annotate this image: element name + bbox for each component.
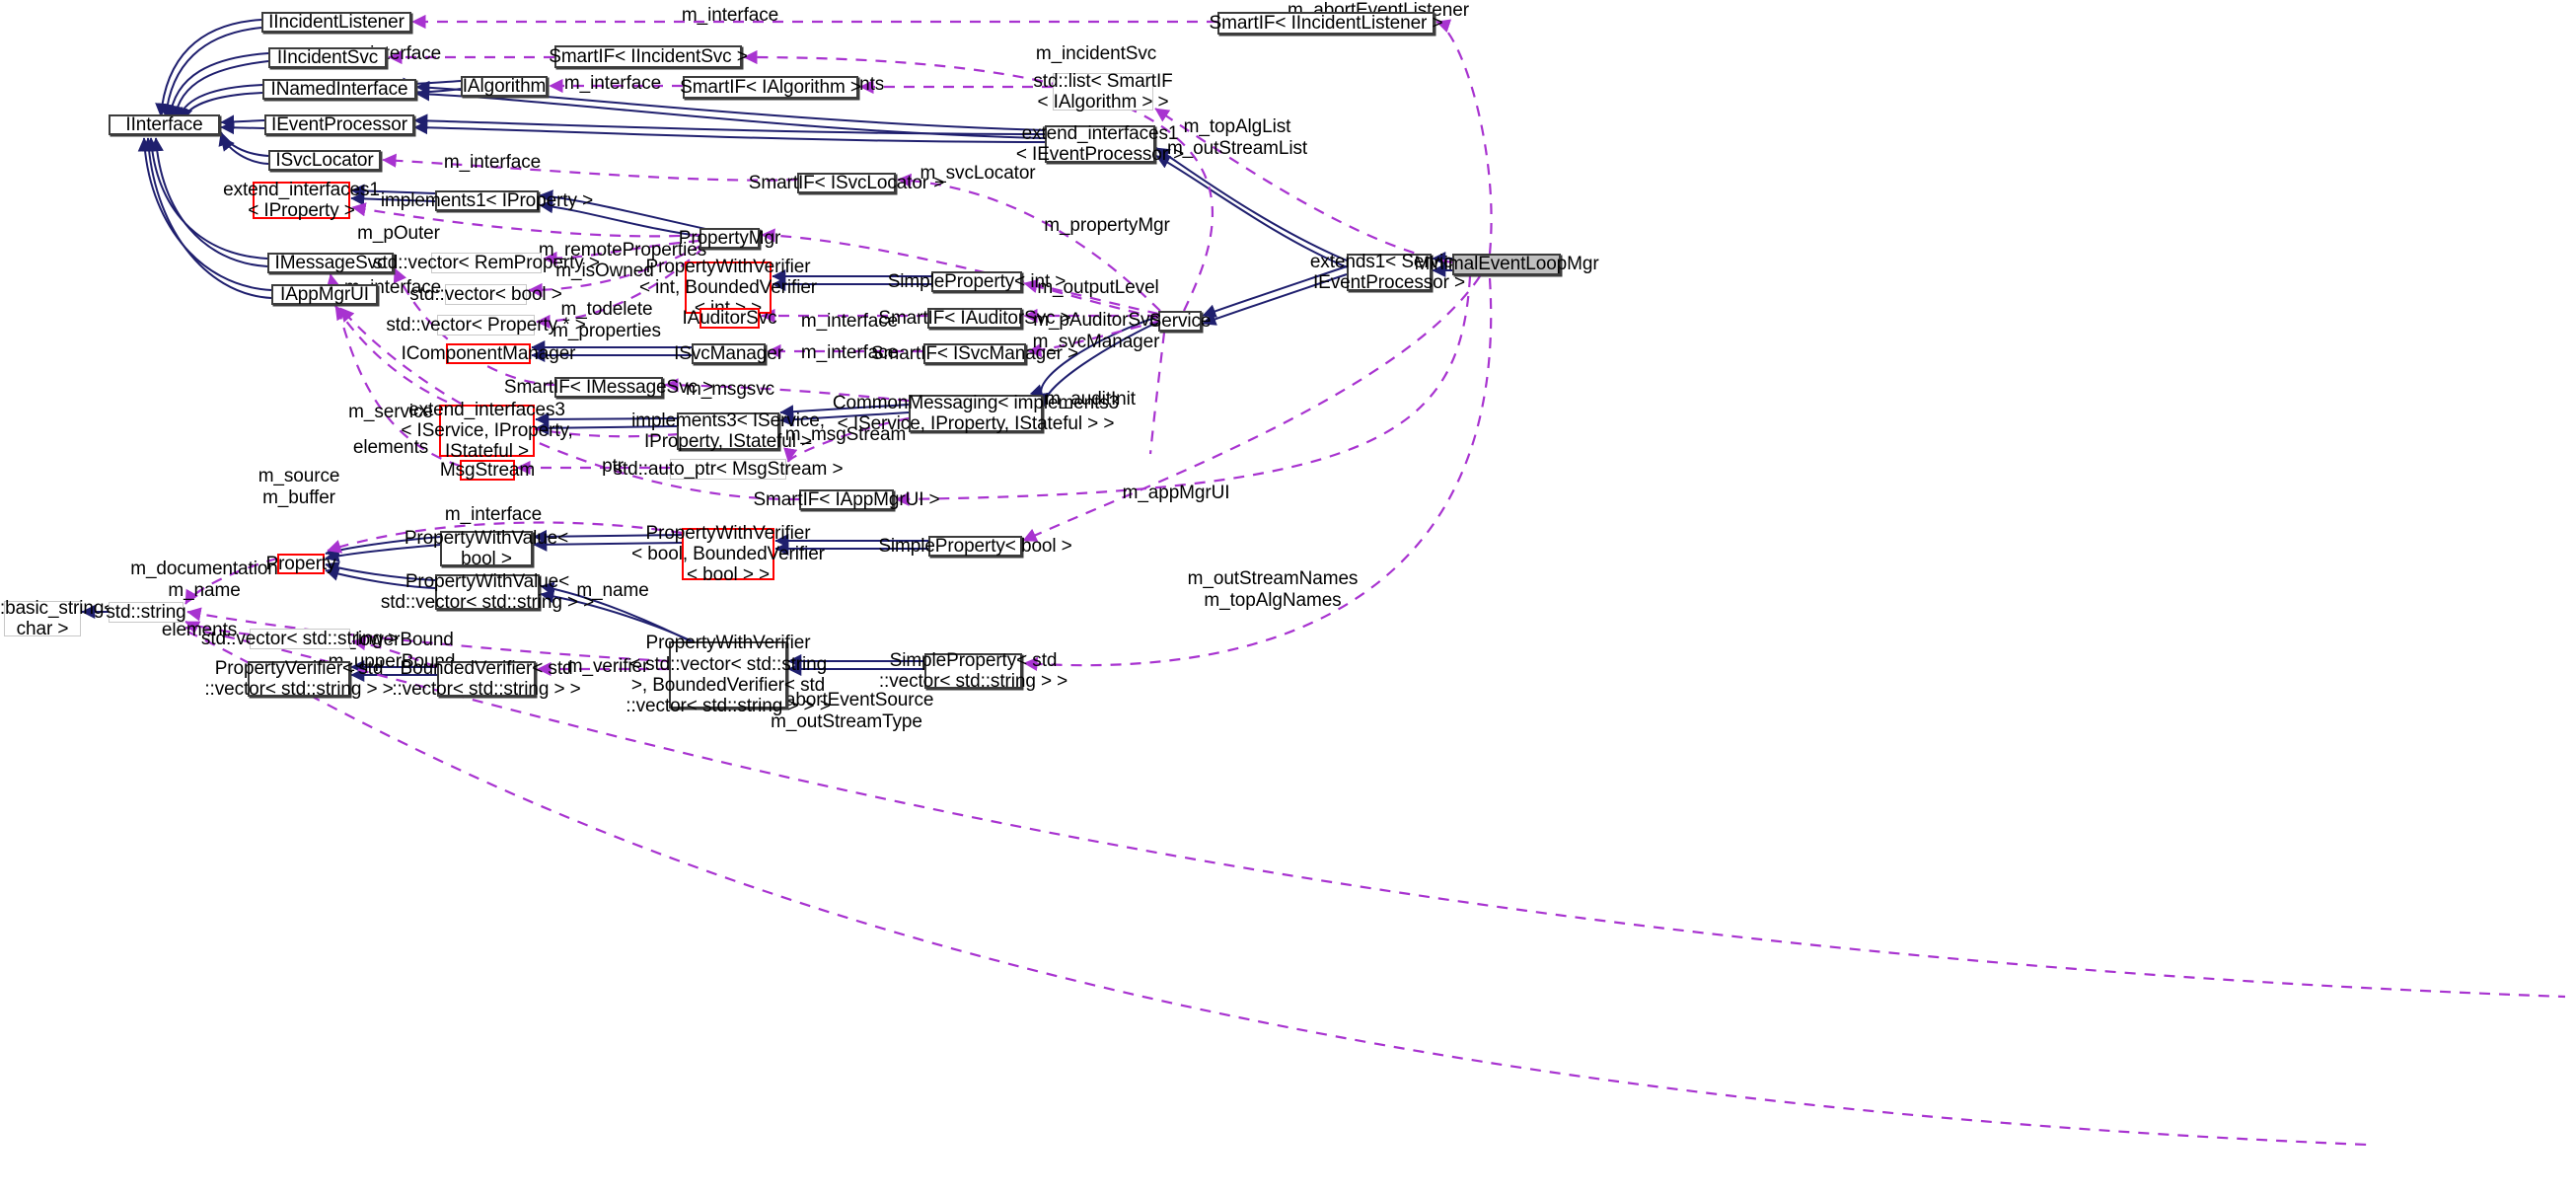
- class-node-smartif-iincidentlistener[interactable]: SmartIF< IIncidentListener >: [1209, 12, 1443, 35]
- class-node-propertymgr[interactable]: PropertyMgr: [678, 227, 781, 249]
- class-node-propertywithvalue-bool[interactable]: PropertyWithValue< bool >: [404, 527, 569, 569]
- edge-label: m_interface: [563, 73, 662, 94]
- class-node-simpleproperty-vstring[interactable]: SimpleProperty< std ::vector< std::strin…: [878, 649, 1068, 692]
- edge-label: m_interface: [444, 504, 543, 525]
- class-node-propertywithverifier-vstring[interactable]: PropertyWithVerifier < std::vector< std:…: [626, 633, 831, 717]
- class-node-ialgorithm[interactable]: IAlgorithm: [461, 75, 548, 97]
- class-node-commonmessaging[interactable]: CommonMessaging< implements3 < IService,…: [832, 392, 1120, 434]
- class-node-std-vector-bool[interactable]: std::vector< bool >: [409, 283, 562, 305]
- class-node-service[interactable]: Service: [1148, 310, 1212, 332]
- class-node-propertywithverifier-int[interactable]: PropertyWithVerifier < int, BoundedVerif…: [639, 257, 817, 320]
- class-node-icomponentmanager[interactable]: IComponentManager: [401, 342, 576, 364]
- edge-label: m_propertyMgr: [1044, 215, 1170, 236]
- edge-label: m_source m_buffer: [258, 466, 340, 508]
- edge-label: m_documentation m_name: [130, 559, 278, 601]
- class-node-minimaleventloopmgr[interactable]: MinimalEventLoopMgr: [1414, 254, 1599, 275]
- class-node-std-vector-property[interactable]: std::vector< Property * >: [386, 314, 586, 336]
- class-node-msgstream[interactable]: MsgStream: [439, 459, 536, 481]
- class-node-extend-interfaces3[interactable]: extend_interfaces3 < IService, IProperty…: [401, 399, 573, 463]
- class-node-std-string[interactable]: std::string: [106, 601, 186, 623]
- class-node-smartif-isvclocator[interactable]: SmartIF< ISvcLocator >: [748, 172, 945, 193]
- edge-label: m_incidentSvc: [1035, 43, 1157, 64]
- class-node-boundedverifier-vstring[interactable]: BoundedVerifier< std ::vector< std::stri…: [392, 657, 581, 700]
- class-node-std-list-smartif-ialgorithm[interactable]: std::list< SmartIF < IAlgorithm > >: [1033, 70, 1173, 112]
- edge-label: m_appMgrUI: [1122, 483, 1230, 503]
- class-node-std-vector-remproperty[interactable]: std::vector< RemProperty >: [373, 252, 600, 273]
- class-node-smartif-iincidentsvc[interactable]: SmartIF< IIncidentSvc >: [549, 45, 748, 68]
- class-node-extend-interfaces1-iproperty[interactable]: extend_interfaces1 < IProperty >: [223, 179, 380, 221]
- class-node-iincidentsvc[interactable]: IIncidentSvc: [268, 47, 387, 68]
- class-node-std-vector-std-string[interactable]: std::vector< std::string >: [200, 628, 400, 649]
- class-node-implements3[interactable]: implements3< IService, IProperty, IState…: [631, 410, 825, 452]
- class-node-propertyverifier-vstring[interactable]: PropertyVerifier< std ::vector< std::str…: [204, 657, 394, 700]
- class-node-smartif-iappmgrui[interactable]: SmartIF< IAppMgrUI >: [753, 488, 940, 510]
- class-node-smartif-imessagesvc[interactable]: SmartIF< IMessageSvc >: [503, 376, 714, 398]
- class-node-simpleproperty-int[interactable]: SimpleProperty< int >: [887, 270, 1067, 292]
- class-node-iincidentlistener[interactable]: IIncidentListener: [261, 12, 411, 33]
- class-node-iappmgrui[interactable]: IAppMgrUI: [271, 284, 378, 305]
- edge-label: m_outStreamNames m_topAlgNames: [1187, 568, 1359, 611]
- edge-label: m_interface: [800, 342, 899, 363]
- edge-label: m_topAlgList m_outStreamList: [1166, 116, 1308, 159]
- edge-label: m_interface: [681, 5, 779, 26]
- class-node-isvclocator[interactable]: ISvcLocator: [268, 150, 381, 171]
- class-node-iinterface[interactable]: IInterface: [109, 114, 220, 135]
- edge-label: m_interface: [443, 152, 542, 173]
- class-node-propertywithvalue-vstring[interactable]: PropertyWithValue< std::vector< std::str…: [380, 570, 595, 613]
- class-node-extend-interfaces1-ieventprocessor[interactable]: extend_interfaces1 < IEventProcessor >: [1015, 122, 1185, 165]
- class-node-property[interactable]: Property: [265, 553, 336, 574]
- class-node-smartif-ialgorithm[interactable]: SmartIF< IAlgorithm >: [680, 76, 861, 99]
- class-node-isvcmanager[interactable]: ISvcManager: [674, 342, 783, 364]
- class-node-smartif-iauditorsvc[interactable]: SmartIF< IAuditorSvc >: [878, 307, 1071, 329]
- class-node-simpleproperty-bool[interactable]: SimpleProperty< bool >: [878, 535, 1072, 557]
- class-node-propertywithverifier-bool[interactable]: PropertyWithVerifier < bool, BoundedVeri…: [631, 522, 825, 586]
- class-node-iauditorsvc[interactable]: IAuditorSvc: [682, 307, 777, 329]
- class-node-smartif-isvcmanager[interactable]: SmartIF< ISvcManager >: [870, 342, 1079, 364]
- class-node-std-basic-string-char[interactable]: std::basic_string< char >: [0, 597, 115, 639]
- class-node-ieventprocessor[interactable]: IEventProcessor: [264, 114, 414, 135]
- class-node-std-auto-ptr-msgstream[interactable]: std::auto_ptr< MsgStream >: [613, 458, 844, 480]
- class-node-implements1-iproperty[interactable]: implements1< IProperty >: [380, 189, 594, 211]
- edge-label: m_pOuter: [357, 223, 440, 244]
- class-node-inamedinterface[interactable]: INamedInterface: [262, 79, 416, 100]
